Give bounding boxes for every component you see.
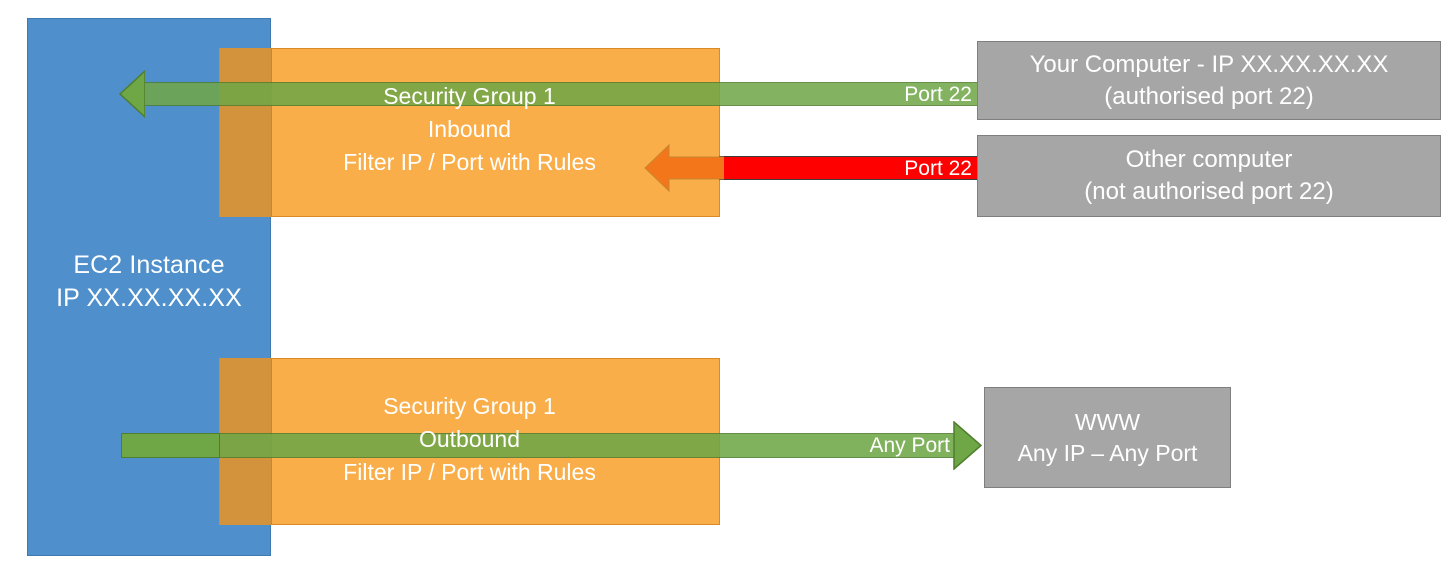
inbound-allowed-arrow-shaft bbox=[136, 82, 981, 106]
arrow-left-icon bbox=[119, 70, 145, 118]
other-computer-line-2: (not authorised port 22) bbox=[1084, 178, 1334, 205]
arrow-left-blocked-icon bbox=[644, 144, 724, 192]
security-group-inbound-box bbox=[219, 48, 720, 217]
your-computer-line-2: (authorised port 22) bbox=[1104, 82, 1314, 110]
ec2-instance-name: EC2 Instance bbox=[73, 251, 225, 279]
endpoint-www: WWW Any IP – Any Port bbox=[984, 387, 1231, 488]
outbound-arrow-shaft bbox=[220, 433, 960, 458]
ec2-instance-ip: IP XX.XX.XX.XX bbox=[56, 284, 242, 312]
endpoint-your-computer: Your Computer - IP XX.XX.XX.XX (authoris… bbox=[977, 41, 1441, 120]
outbound-arrow-segment-left bbox=[121, 433, 220, 458]
other-computer-line-1: Other computer bbox=[1125, 146, 1293, 173]
ec2-instance-label: EC2 Instance IP XX.XX.XX.XX bbox=[27, 249, 271, 315]
your-computer-line-1: Your Computer - IP XX.XX.XX.XX bbox=[1029, 50, 1389, 78]
www-line-2: Any IP – Any Port bbox=[1017, 439, 1198, 466]
www-line-1: WWW bbox=[1074, 408, 1141, 435]
inbound-blocked-arrow-shaft bbox=[719, 156, 981, 180]
endpoint-other-computer: Other computer (not authorised port 22) bbox=[977, 135, 1441, 217]
arrow-right-icon bbox=[952, 421, 982, 470]
